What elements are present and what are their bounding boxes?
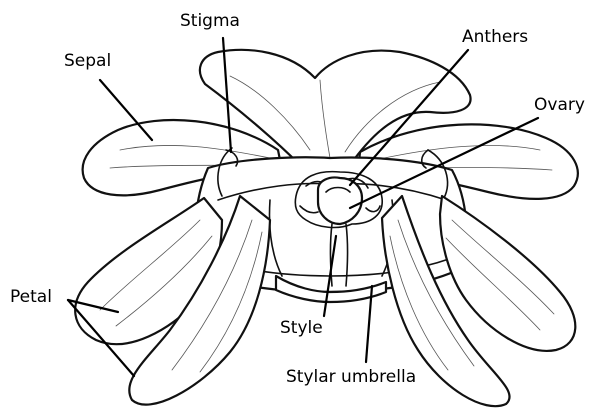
label-style: Style [280, 318, 323, 338]
label-stylar-umbrella: Stylar umbrella [286, 367, 416, 387]
label-ovary: Ovary [534, 95, 585, 115]
ovary [318, 178, 362, 225]
label-petal: Petal [10, 287, 52, 307]
label-stigma: Stigma [180, 11, 240, 31]
label-sepal: Sepal [64, 51, 111, 71]
label-anthers: Anthers [462, 27, 528, 47]
